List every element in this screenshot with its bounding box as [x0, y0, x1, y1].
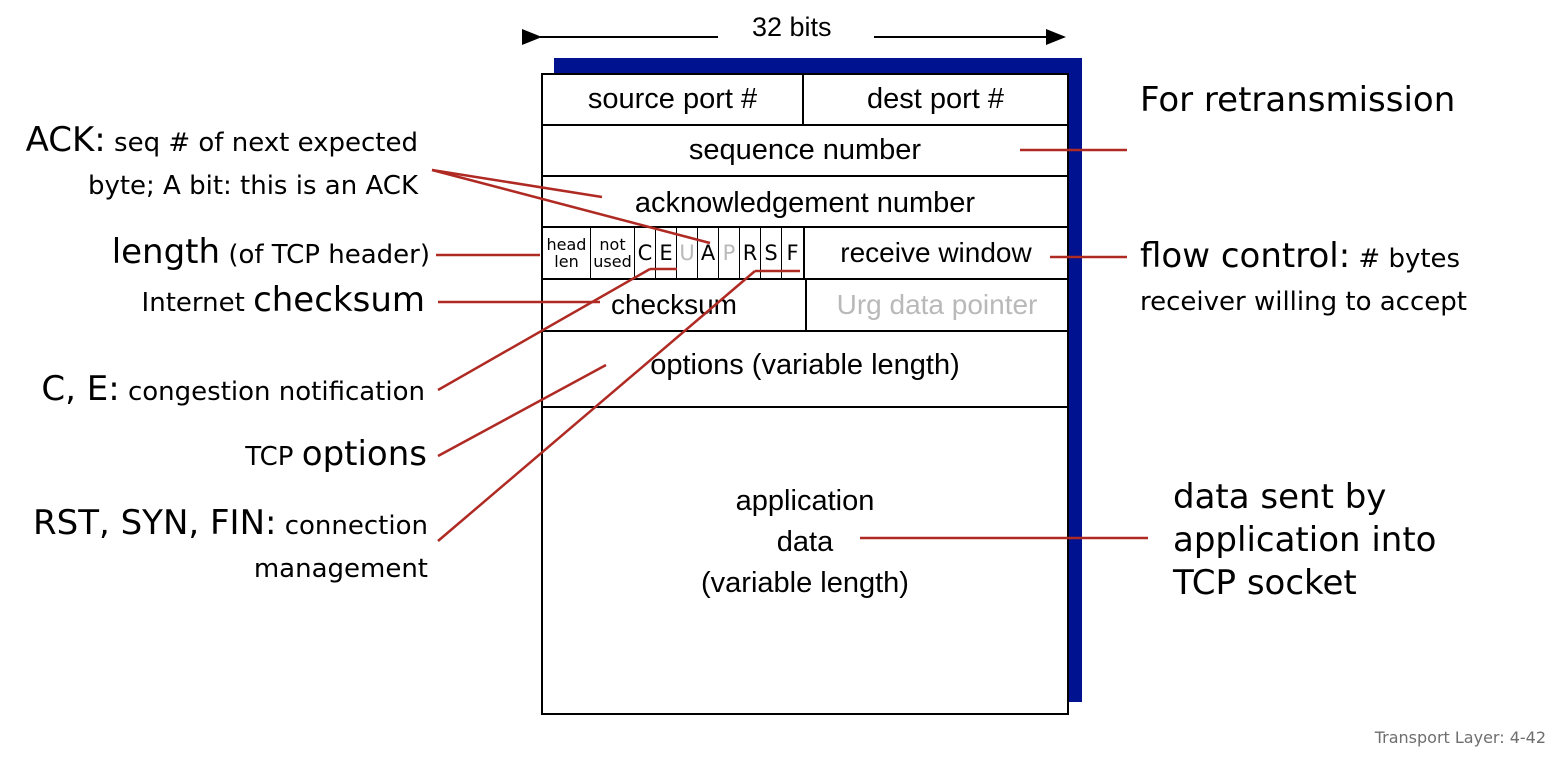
flag-r: R: [740, 228, 761, 278]
flow-label-bold: flow control:: [1140, 236, 1351, 276]
rsf-label-bold: RST, SYN, FIN:: [33, 503, 277, 543]
ack-label-text1: seq # of next expected: [105, 128, 418, 158]
source-port-field: source port #: [543, 75, 804, 124]
app-data-line1: application: [735, 485, 875, 517]
flag-e: E: [656, 228, 677, 278]
flag-p: P: [719, 228, 740, 278]
flag-f: F: [786, 241, 799, 265]
row-checksum: checksum Urg data pointer: [543, 280, 1067, 332]
flag-s: S: [761, 228, 782, 278]
options-label-bold: options: [301, 434, 427, 474]
ack-number-field: acknowledgement number: [634, 187, 976, 219]
urg-pointer-field: Urg data pointer: [836, 289, 1038, 320]
tcp-segment-box: source port # dest port # sequence numbe…: [541, 73, 1069, 715]
bit-width-label: 32 bits: [752, 12, 832, 42]
data-sent-line3: TCP socket: [1173, 563, 1357, 603]
ce-label-text: congestion notification: [119, 377, 425, 407]
rsf-label-text1: connection: [276, 511, 428, 541]
row-ack: acknowledgement number: [543, 177, 1067, 228]
annotation-ce: C, E: congestion notification: [41, 369, 425, 409]
data-sent-line2: application into: [1173, 520, 1437, 560]
annotation-checksum: Internet checksum: [142, 280, 425, 320]
not-used-line2: used: [593, 252, 632, 271]
length-label-bold: length: [111, 232, 221, 272]
annotation-flow-control: flow control: # bytes receiver willing t…: [1140, 236, 1467, 325]
row-sequence: sequence number: [543, 126, 1067, 177]
checksum-label-bold: checksum: [253, 280, 425, 320]
options-field: options (variable length): [650, 348, 960, 381]
flag-u: U: [677, 228, 698, 278]
app-data-line3: (variable length): [701, 567, 909, 599]
annotation-retransmission: For retransmission: [1140, 80, 1455, 120]
flag-c: C: [635, 228, 656, 278]
annotation-data-sent: data sent by application into TCP socket: [1173, 476, 1436, 605]
ack-label-bold: ACK:: [25, 120, 106, 160]
application-data-field: application data (variable length): [543, 481, 1067, 604]
row-flags-window: head len not used C E U A P R S F receiv…: [543, 228, 1067, 280]
retransmission-label: For retransmission: [1140, 80, 1456, 120]
receive-window-field: receive window: [840, 237, 1032, 268]
data-sent-line1: data sent by: [1173, 477, 1387, 517]
rsf-label-text2: management: [253, 554, 428, 584]
flow-label-text2: receiver willing to accept: [1140, 287, 1467, 317]
not-used-field: not used: [591, 228, 635, 278]
flow-label-text1: # bytes: [1350, 244, 1461, 274]
options-label-prefix: TCP: [245, 442, 302, 472]
row-options: options (variable length): [543, 332, 1067, 408]
annotation-ack: ACK: seq # of next expected byte; A bit:…: [26, 120, 418, 209]
not-used-line1: not: [599, 235, 626, 254]
ack-label-text2: byte; A bit: this is an ACK: [87, 171, 418, 201]
length-label-text: (of TCP header): [220, 240, 430, 270]
head-len-line1: head: [546, 235, 587, 254]
row-ports: source port # dest port #: [543, 75, 1067, 126]
checksum-label-prefix: Internet: [141, 288, 254, 318]
annotation-rsf: RST, SYN, FIN: connection management: [33, 503, 428, 592]
flag-a: A: [698, 228, 719, 278]
head-len-line2: len: [554, 252, 579, 271]
flags-group: head len not used C E U A P R S F: [543, 228, 805, 278]
annotation-options: TCP options: [245, 434, 427, 474]
slide-footer: Transport Layer: 4-42: [1374, 728, 1546, 747]
dest-port-field: dest port #: [866, 83, 1005, 115]
annotation-length: length (of TCP header): [112, 232, 430, 272]
checksum-field: checksum: [543, 280, 807, 330]
ce-label-bold: C, E:: [41, 369, 120, 409]
sequence-number-field: sequence number: [688, 134, 922, 166]
app-data-line2: data: [776, 526, 834, 558]
head-len-field: head len: [543, 228, 591, 278]
